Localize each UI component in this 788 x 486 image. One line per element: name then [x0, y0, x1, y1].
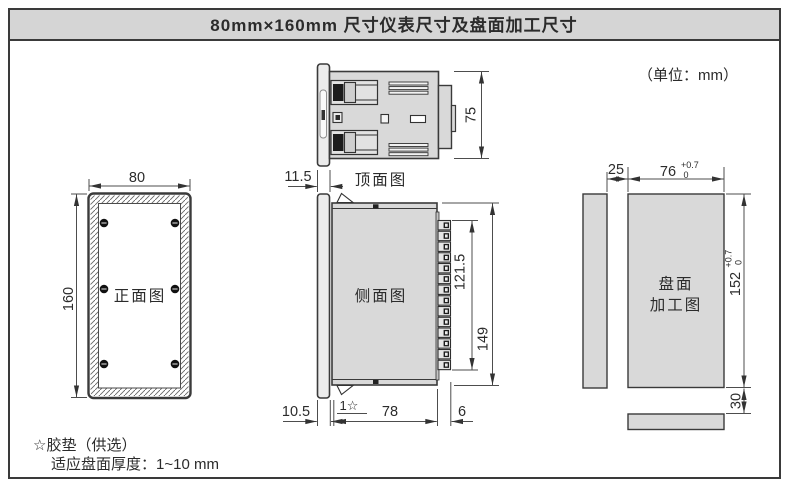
hole-height-value: 152 [728, 272, 744, 296]
terminal-depth-value: 6 [458, 404, 466, 420]
bezel-depth-value: 11.5 [284, 169, 311, 185]
screw-icon [170, 359, 180, 369]
screw-icon [170, 284, 180, 294]
front-view: 正面图 80 160 [61, 170, 192, 400]
unit-note: （单位：mm） [638, 67, 738, 84]
hole-height-dimension [726, 193, 751, 388]
case-fixtures [332, 111, 427, 124]
footnote-panel-thickness: 适应盘面厚度：1~10 mm [51, 455, 219, 473]
hole-height-tol-upper: +0.7 [724, 250, 734, 268]
bezel-thickness-value: 10.5 [282, 404, 310, 420]
mounting-latch [330, 79, 379, 106]
terminal-strip [435, 211, 452, 381]
page-frame [8, 8, 781, 479]
top-view: 顶面图 75 11.5 [284, 63, 489, 192]
front-width-value: 80 [129, 170, 145, 186]
hole-width-value: 76 [660, 164, 676, 180]
footnote-rubber-pad: ☆胶垫（供选） [33, 437, 136, 454]
vertical-spacing-dimension [726, 388, 751, 414]
case-depth-value: 78 [382, 404, 398, 420]
rubber-pad-mark: 1☆ [340, 398, 359, 413]
hole-width-tol-upper: +0.7 [681, 160, 699, 170]
top-height-value: 75 [464, 107, 480, 123]
front-height-value: 160 [61, 287, 77, 311]
hole-width-dimension [628, 167, 725, 192]
terminal-span-dimension [452, 220, 478, 371]
hole-height-tol-lower: 0 [734, 260, 744, 265]
front-height-dimension [71, 193, 87, 398]
vent-slots [388, 81, 429, 157]
side-view: 侧面图 121.5 149 10.5 1☆ [282, 192, 499, 426]
screw-icon [99, 284, 109, 294]
cutout-label-line1: 盘面 [658, 274, 693, 293]
front-width-dimension [88, 179, 191, 191]
screw-icon [170, 218, 180, 228]
bezel-depth-dimension [288, 170, 343, 192]
cutout-label-line2: 加工图 [650, 296, 703, 314]
screw-icon [99, 359, 109, 369]
side-view-label: 侧面图 [355, 287, 408, 305]
top-view-label: 顶面图 [355, 171, 408, 189]
panel-clamp-wedge [336, 384, 355, 396]
mounting-latch [330, 129, 379, 156]
horizontal-spacing-value: 25 [608, 162, 624, 178]
case-height-dimension [442, 202, 499, 386]
vertical-spacing-value: 30 [729, 393, 745, 409]
hole-width-tol-lower: 0 [684, 170, 689, 180]
panel-cutout-view: 盘面 加工图 25 76 +0.7 0 152 +0.7 0 [582, 160, 751, 431]
adjacent-cutout-bottom [627, 413, 725, 431]
screw-icon [99, 218, 109, 228]
adjacent-cutout-left [582, 193, 608, 389]
horizontal-spacing-dimension [606, 167, 629, 192]
depth-dimensions [283, 382, 473, 426]
hole-height-text: 152 +0.7 0 [724, 250, 745, 296]
terminal-span-value: 121.5 [453, 254, 469, 290]
top-height-dimension [454, 71, 489, 159]
page-title: 80mm×160mm 尺寸仪表尺寸及盘面加工尺寸 [210, 15, 577, 35]
front-view-label: 正面图 [114, 288, 167, 305]
panel-clamp-wedge [336, 192, 355, 204]
cutout-hole [627, 193, 725, 389]
title-bar [8, 8, 781, 41]
case-height-value: 149 [476, 327, 492, 351]
